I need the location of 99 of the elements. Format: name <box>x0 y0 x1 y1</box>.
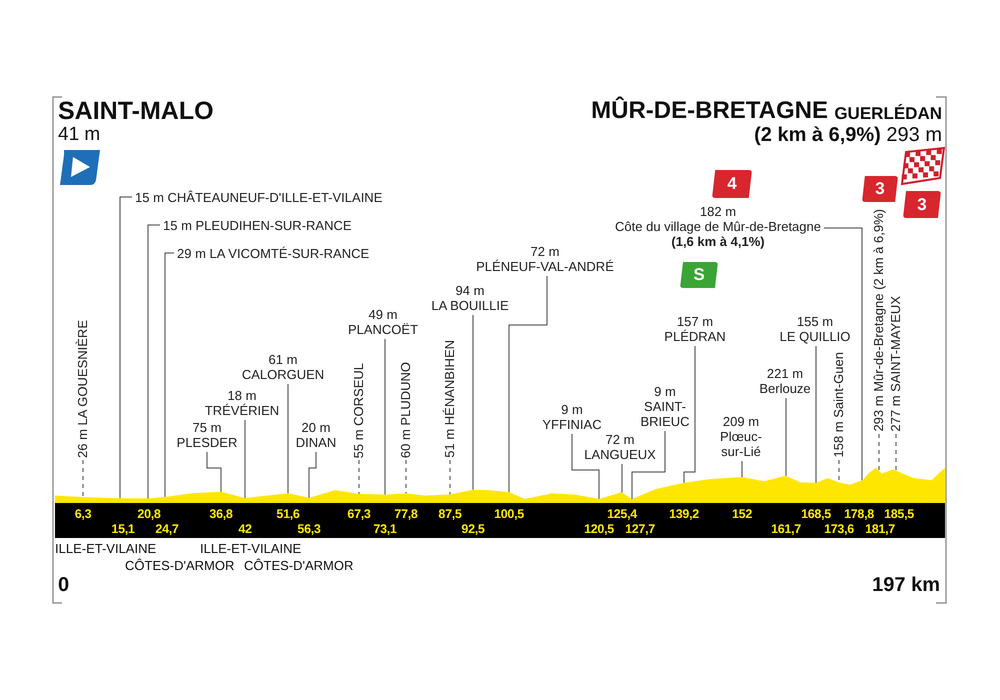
leader-line <box>878 434 880 472</box>
elevation-label: 221 m <box>766 366 804 381</box>
elevation-label: 72 m <box>604 432 636 447</box>
department-label: ILLE-ET-VILAINE <box>55 541 156 556</box>
distance-label: 73,1 <box>373 522 397 536</box>
place-name: CALORGUEN <box>242 367 324 382</box>
start-town-title: SAINT-MALO <box>58 98 214 125</box>
distance-label: 24,7 <box>155 522 179 536</box>
place-name: PLÉDRAN <box>664 329 726 344</box>
place-label: 15 m PLEUDIHEN-SUR-RANCE <box>163 218 352 233</box>
place-label: 29 m LA VICOMTÉ-SUR-RANCE <box>177 246 370 261</box>
place-label: 277 m SAINT-MAYEUX <box>888 296 903 432</box>
place-name: PLESDER <box>176 435 238 450</box>
elevation-label: 155 m <box>796 314 834 329</box>
elevation-label: 9 m <box>560 402 584 417</box>
place-name: PLÉNEUF-VAL-ANDRÉ <box>476 259 614 274</box>
leader-line <box>358 460 360 494</box>
leader-line <box>684 346 696 484</box>
distance-label: 87,5 <box>438 507 462 521</box>
department-label: CÔTES-D'ARMOR <box>125 558 234 573</box>
distance-label: 92,5 <box>461 522 485 536</box>
sprint-badge: S <box>680 262 718 288</box>
distance-label: 51,6 <box>276 507 300 521</box>
distance-label: 127,7 <box>625 522 655 536</box>
elevation-label: 20 m <box>300 420 332 435</box>
place-name: PLANCOËT <box>348 322 418 337</box>
leader-line <box>572 434 600 500</box>
distance-label: 0 <box>58 574 70 596</box>
place-name: Berlouze <box>759 381 811 396</box>
place-name: TRÉVÉRIEN <box>204 403 280 418</box>
elevation-label: 61 m <box>268 352 298 367</box>
distance-label: 77,8 <box>394 507 418 521</box>
distance-label: 178,8 <box>844 507 874 521</box>
place-label: 51 m HÉNANBIHEN <box>442 340 457 458</box>
place-name: LANGUEUX <box>584 447 656 462</box>
leader-line <box>838 460 840 483</box>
distance-label: 168,5 <box>801 507 831 521</box>
elevation-label: 209 m <box>722 414 760 429</box>
elevation-label: 72 m <box>530 244 560 259</box>
distance-label: 120,5 <box>584 522 614 536</box>
finish-town-title: MÛR-DE-BRETAGNE <box>591 98 828 124</box>
distance-label: 139,2 <box>669 507 699 521</box>
leader-line <box>148 224 160 499</box>
distance-label: 42 <box>238 522 252 536</box>
place-name: LE QUILLIO <box>780 329 850 344</box>
distance-label: 100,5 <box>494 507 524 521</box>
leader-line <box>384 338 386 496</box>
climb-category-badge: 3 <box>862 176 898 202</box>
place-label: 26 m LA GOUESNIÈRE <box>75 320 90 458</box>
department-label: CÔTES-D'ARMOR <box>244 558 354 573</box>
place-name: Plœuc-sur-Lié <box>719 429 763 459</box>
elevation-label: 18 m <box>226 388 258 403</box>
distance-label: 185,5 <box>884 507 914 521</box>
distance-label: 173,6 <box>824 522 854 536</box>
distance-label: 6,3 <box>74 507 92 521</box>
place-label: 60 m PLUDUNO <box>398 362 413 458</box>
elevation-label: 9 m <box>653 384 677 399</box>
climb-category-badge: 3 <box>903 191 941 218</box>
elevation-profile <box>55 468 945 503</box>
leader-line <box>508 276 548 493</box>
place-name: YFFINIAC <box>542 417 602 432</box>
distance-label: 161,7 <box>771 522 801 536</box>
climb-name: Côte du village de Mûr-de-Bretagne <box>615 219 821 234</box>
distance-label: 56,3 <box>297 522 321 536</box>
elevation-label: 75 m <box>192 420 222 435</box>
place-label: 158 m Saint-Guen <box>831 352 846 458</box>
place-label: 293 m Mûr-de-Bretagne (2 km à 6,9%) <box>871 209 886 432</box>
distance-label: 197 km <box>872 574 940 596</box>
leader-line <box>632 430 666 500</box>
distance-label: 125,4 <box>607 507 637 521</box>
leader-line <box>308 452 316 498</box>
distance-label: 181,7 <box>865 522 895 536</box>
place-name: LA BOUILLIE <box>431 298 509 313</box>
distance-label: 15,1 <box>111 522 135 536</box>
leader-line <box>164 252 174 498</box>
distance-label: 36,8 <box>209 507 233 521</box>
start-elevation: 41 m <box>58 124 100 145</box>
department-label: ILLE-ET-VILAINE <box>200 541 302 556</box>
place-name: DINAN <box>296 435 336 450</box>
finish-town-subtitle: GUERLÉDAN <box>834 104 942 123</box>
climb-gradient: (1,6 km à 4,1%) <box>670 234 766 249</box>
leader-line <box>120 196 132 499</box>
place-name: SAINT-BRIEUC <box>639 399 691 429</box>
finish-climb-detail: (2 km à 6,9%) 293 m <box>754 124 942 146</box>
distance-label: 20,8 <box>137 507 161 521</box>
place-label: 15 m CHÂTEAUNEUF-D'ILLE-ET-VILAINE <box>135 190 382 205</box>
leader-line <box>206 452 222 492</box>
leader-line <box>82 460 84 498</box>
elevation-label: 49 m <box>368 307 398 322</box>
distance-label: 67,3 <box>347 507 371 521</box>
climb-category-badge: 4 <box>712 170 752 198</box>
leader-line <box>244 420 246 498</box>
elevation-label: 157 m <box>676 314 714 329</box>
place-label: 55 m CORSEUL <box>351 362 366 458</box>
elevation-label: 182 m <box>698 204 738 219</box>
leader-line <box>472 314 474 490</box>
distance-label: 152 <box>732 507 752 521</box>
elevation-label: 94 m <box>454 283 486 298</box>
leader-line <box>824 228 862 481</box>
